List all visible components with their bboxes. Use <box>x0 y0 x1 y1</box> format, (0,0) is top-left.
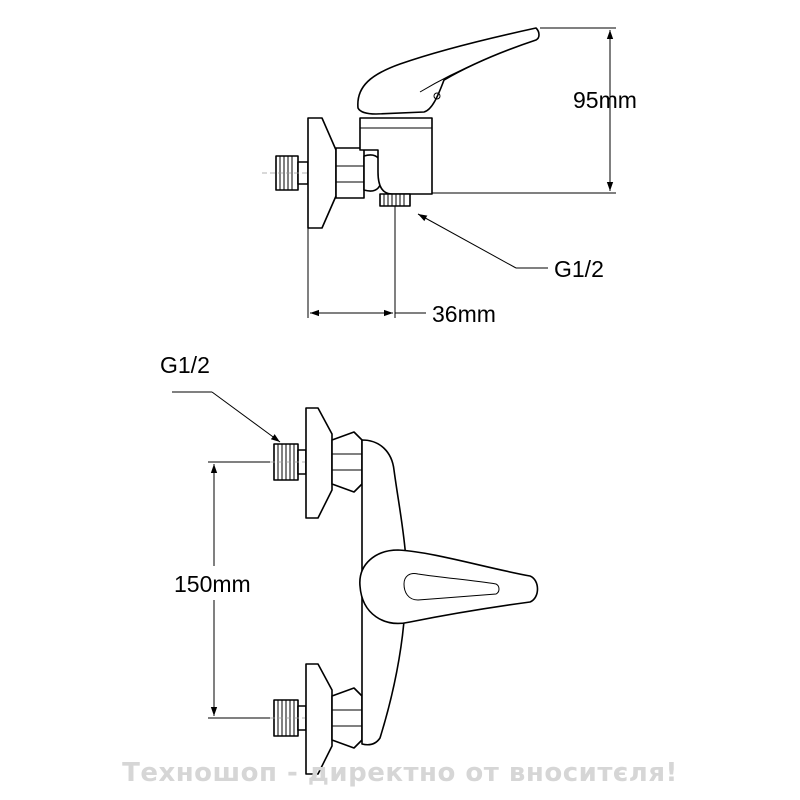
side-view: 95mm G1/2 36mm <box>262 27 637 327</box>
side-flange <box>307 117 337 229</box>
watermark-text: Техношоп - директно от вноситєля! <box>122 758 678 788</box>
side-outlet-thread <box>379 193 411 207</box>
dimension-height-label: 95mm <box>573 87 637 113</box>
outlet-thread-label: G1/2 <box>554 256 604 282</box>
dimension-offset-label: 36mm <box>432 301 496 327</box>
side-hex-nut <box>335 147 365 199</box>
front-lower-hex-nut <box>331 687 363 749</box>
dimension-offset: 36mm <box>307 206 496 327</box>
side-lever-handle <box>357 27 540 115</box>
front-lever-handle <box>359 549 539 625</box>
front-lower-flange <box>305 663 333 775</box>
inlet-thread-callout: G1/2 <box>160 352 281 443</box>
dimension-spacing: 150mm <box>174 461 270 719</box>
side-inlet-nipple <box>262 155 330 191</box>
outlet-thread-callout: G1/2 <box>417 213 604 282</box>
front-view: G1/2 150mm <box>160 352 539 775</box>
dimension-spacing-label: 150mm <box>174 571 251 597</box>
front-upper-hex-nut <box>331 431 363 493</box>
inlet-thread-label: G1/2 <box>160 352 210 378</box>
front-upper-flange <box>305 407 333 519</box>
dimension-height: 95mm <box>432 27 637 194</box>
